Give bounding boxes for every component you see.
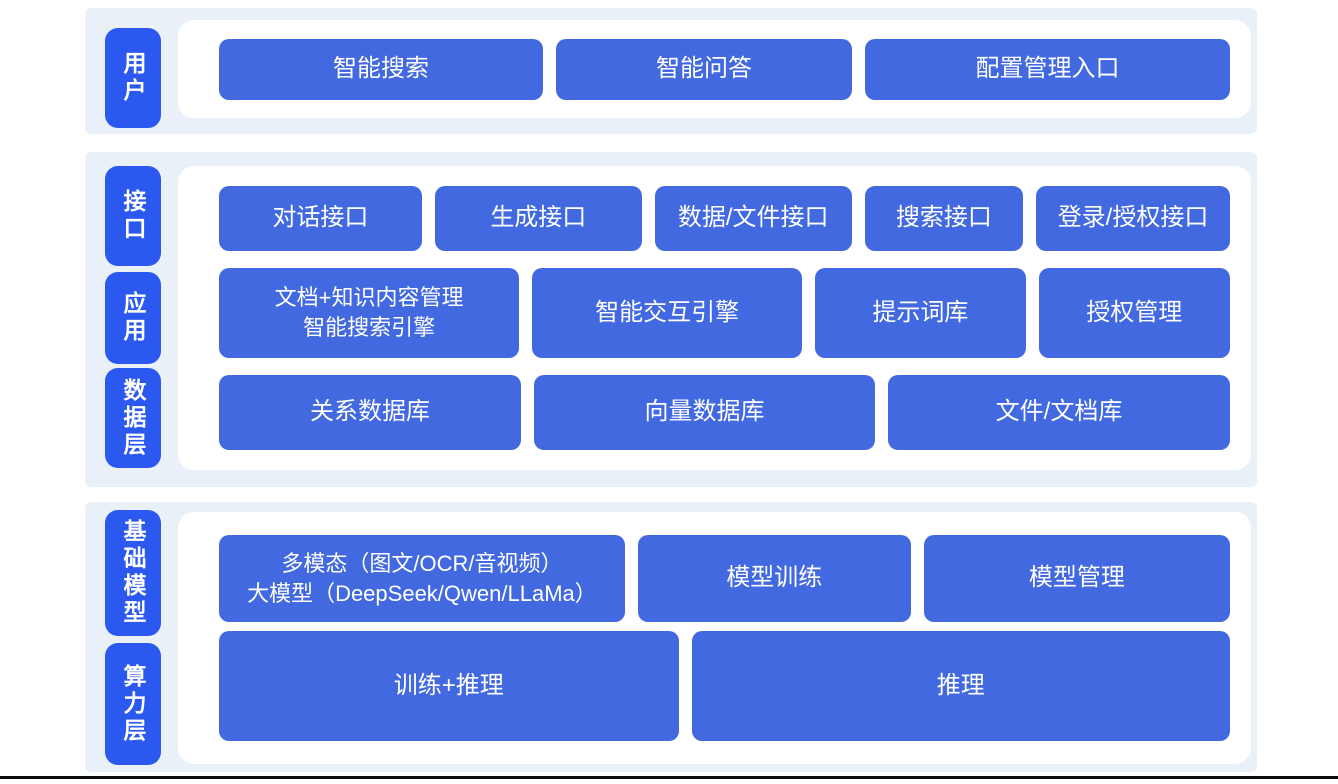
block-generation-api: 生成接口 bbox=[434, 186, 642, 251]
block-login-auth-api: 登录/授权接口 bbox=[1036, 186, 1231, 251]
block-authorization-management: 授权管理 bbox=[1038, 268, 1230, 358]
block-intelligent-interaction-engine: 智能交互引擎 bbox=[532, 268, 803, 358]
layer-label-foundation-model: 基础模型 bbox=[105, 510, 161, 636]
layer-label-user: 用户 bbox=[105, 28, 161, 128]
card-user-layer: 智能搜索 智能问答 配置管理入口 bbox=[178, 20, 1251, 118]
block-prompt-library: 提示词库 bbox=[815, 268, 1026, 358]
data-row: 关系数据库 向量数据库 文件/文档库 bbox=[219, 375, 1230, 450]
block-search-api: 搜索接口 bbox=[864, 186, 1024, 251]
application-row: 文档+知识内容管理 智能搜索引擎 智能交互引擎 提示词库 授权管理 bbox=[219, 268, 1230, 358]
interface-row: 对话接口 生成接口 数据/文件接口 搜索接口 登录/授权接口 bbox=[219, 186, 1231, 251]
block-config-management-entry: 配置管理入口 bbox=[865, 38, 1230, 100]
layer-label-application: 应用 bbox=[105, 272, 161, 364]
block-intelligent-search: 智能搜索 bbox=[219, 38, 543, 100]
foundation-model-row: 多模态（图文/OCR/音视频） 大模型（DeepSeek/Qwen/LLaMa）… bbox=[219, 535, 1230, 622]
bottom-divider-line bbox=[0, 776, 1338, 779]
block-intelligent-qa: 智能问答 bbox=[556, 38, 852, 100]
compute-row: 训练+推理 推理 bbox=[219, 631, 1230, 741]
block-line1: 多模态（图文/OCR/音视频） bbox=[281, 550, 563, 576]
block-relational-database: 关系数据库 bbox=[219, 375, 521, 450]
layer-label-interface: 接口 bbox=[105, 166, 161, 266]
block-model-management: 模型管理 bbox=[923, 535, 1230, 622]
block-inference: 推理 bbox=[691, 631, 1230, 741]
card-middle-layers: 对话接口 生成接口 数据/文件接口 搜索接口 登录/授权接口 文档+知识内容管理… bbox=[178, 166, 1251, 470]
block-training-inference: 训练+推理 bbox=[219, 631, 679, 741]
user-layer-row: 智能搜索 智能问答 配置管理入口 bbox=[219, 38, 1230, 100]
block-doc-knowledge-search-engine: 文档+知识内容管理 智能搜索引擎 bbox=[219, 268, 520, 358]
block-vector-database: 向量数据库 bbox=[534, 375, 875, 450]
block-line2: 大模型（DeepSeek/Qwen/LLaMa） bbox=[247, 580, 597, 606]
block-model-training: 模型训练 bbox=[637, 535, 911, 622]
block-line1: 文档+知识内容管理 bbox=[274, 285, 464, 311]
block-dialog-api: 对话接口 bbox=[219, 186, 422, 251]
block-file-document-store: 文件/文档库 bbox=[888, 375, 1230, 450]
block-line2: 智能搜索引擎 bbox=[303, 315, 436, 340]
band-middle-layers: 接口 应用 数据层 对话接口 生成接口 数据/文件接口 搜索接口 登录/授权接口… bbox=[85, 152, 1257, 487]
card-foundation-layers: 多模态（图文/OCR/音视频） 大模型（DeepSeek/Qwen/LLaMa）… bbox=[178, 512, 1251, 764]
block-data-file-api: 数据/文件接口 bbox=[654, 186, 852, 251]
block-multimodal-llm: 多模态（图文/OCR/音视频） 大模型（DeepSeek/Qwen/LLaMa） bbox=[219, 535, 625, 622]
band-foundation-layers: 基础模型 算力层 多模态（图文/OCR/音视频） 大模型（DeepSeek/Qw… bbox=[85, 502, 1257, 772]
band-user-layer: 用户 智能搜索 智能问答 配置管理入口 bbox=[85, 8, 1257, 134]
layer-label-compute: 算力层 bbox=[105, 643, 161, 765]
layer-label-data: 数据层 bbox=[105, 368, 161, 468]
